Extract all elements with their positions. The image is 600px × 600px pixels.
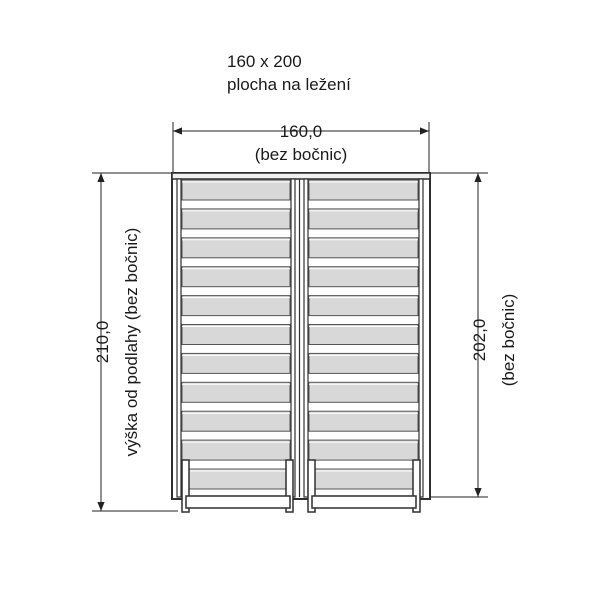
left-slat bbox=[181, 324, 291, 345]
right-column-outer-rail bbox=[418, 178, 424, 498]
right-leg-assembly bbox=[307, 459, 421, 513]
left-slat bbox=[181, 468, 291, 490]
right-leg-inner bbox=[307, 459, 316, 513]
left-slat bbox=[181, 439, 291, 461]
frame-height-value: 202,0 bbox=[470, 319, 489, 362]
left-column-inner-rail bbox=[290, 178, 296, 498]
width-value: 160,0 bbox=[280, 122, 323, 141]
left-column-outer-rail bbox=[176, 178, 182, 498]
left-slat bbox=[181, 410, 291, 432]
right-slat bbox=[308, 381, 419, 403]
left-leg-crossbar bbox=[185, 495, 291, 509]
left-leg-assembly bbox=[181, 459, 294, 513]
left-leg-outer bbox=[181, 459, 190, 513]
right-leg-outer bbox=[412, 459, 421, 513]
right-slat bbox=[308, 324, 419, 345]
right-slat bbox=[308, 352, 419, 374]
title-description: plocha na ležení bbox=[227, 75, 351, 94]
frame-height-dimension: 202,0 (bez bočnic) bbox=[430, 172, 518, 498]
title-size: 160 x 200 bbox=[227, 52, 302, 71]
right-slat bbox=[308, 237, 419, 259]
right-slat bbox=[308, 179, 419, 201]
left-column-slats bbox=[181, 179, 291, 490]
right-slat bbox=[308, 410, 419, 432]
right-column-inner-rail bbox=[303, 178, 309, 498]
right-leg-crossbar bbox=[311, 495, 417, 509]
left-slat bbox=[181, 352, 291, 374]
right-slat bbox=[308, 468, 419, 490]
width-dimension: 160,0 (bez bočnic) bbox=[172, 122, 430, 174]
right-column-slats bbox=[308, 179, 419, 490]
right-slat bbox=[308, 266, 419, 288]
right-slat bbox=[308, 208, 419, 230]
right-slat bbox=[308, 295, 419, 317]
bed-frame bbox=[171, 172, 431, 513]
left-slat bbox=[181, 179, 291, 201]
frame-height-note: (bez bočnic) bbox=[499, 294, 518, 387]
frame-top-bar bbox=[171, 172, 431, 180]
left-slat bbox=[181, 381, 291, 403]
total-height-dimension: 210,0 výška od podlahy (bez bočnic) bbox=[92, 172, 178, 512]
total-height-note: výška od podlahy (bez bočnic) bbox=[122, 228, 141, 457]
left-slat bbox=[181, 237, 291, 259]
total-height-value: 210,0 bbox=[93, 321, 112, 364]
left-slat bbox=[181, 295, 291, 317]
width-note: (bez bočnic) bbox=[255, 145, 348, 164]
left-leg-inner bbox=[285, 459, 294, 513]
left-slat bbox=[181, 208, 291, 230]
right-slat bbox=[308, 439, 419, 461]
left-slat bbox=[181, 266, 291, 288]
